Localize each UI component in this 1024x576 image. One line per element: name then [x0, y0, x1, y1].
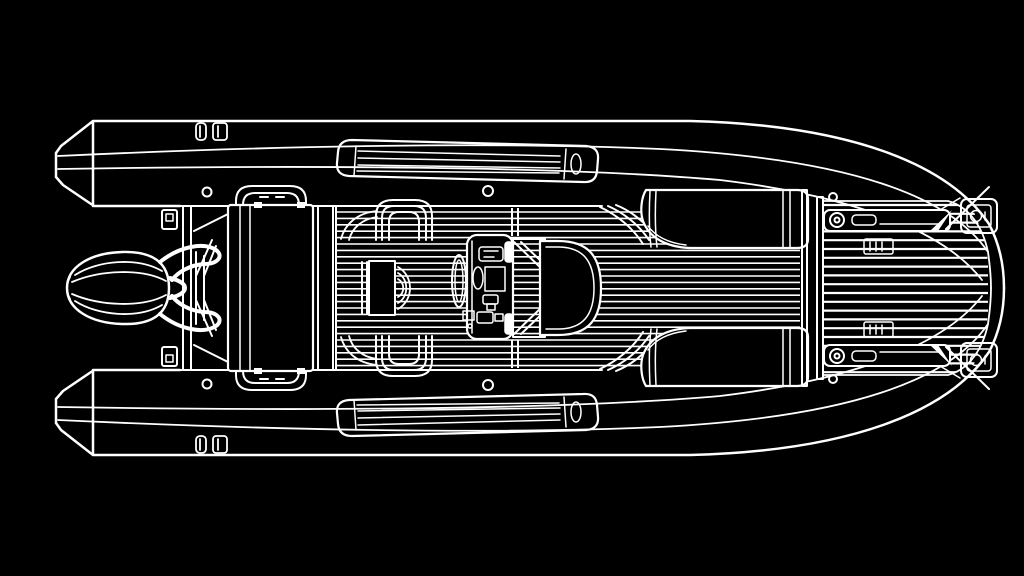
- ski-pylon: [361, 260, 411, 316]
- helm-seat: [504, 238, 603, 338]
- gauge-cluster: [478, 246, 504, 262]
- steering-wheel-inner: [454, 259, 464, 303]
- helm-console: [451, 233, 515, 341]
- outboard-motor: [65, 239, 222, 337]
- console-storage: [484, 266, 506, 292]
- compass: [472, 266, 484, 290]
- switch-panel: [462, 310, 504, 329]
- stern-sundeck: [226, 202, 334, 374]
- deck-edges: [335, 206, 519, 370]
- sundeck-backrest-strip: [317, 205, 334, 371]
- motor-mount-plate: [195, 239, 217, 337]
- motor-bracket: [158, 244, 222, 332]
- seat-cushion: [538, 239, 603, 337]
